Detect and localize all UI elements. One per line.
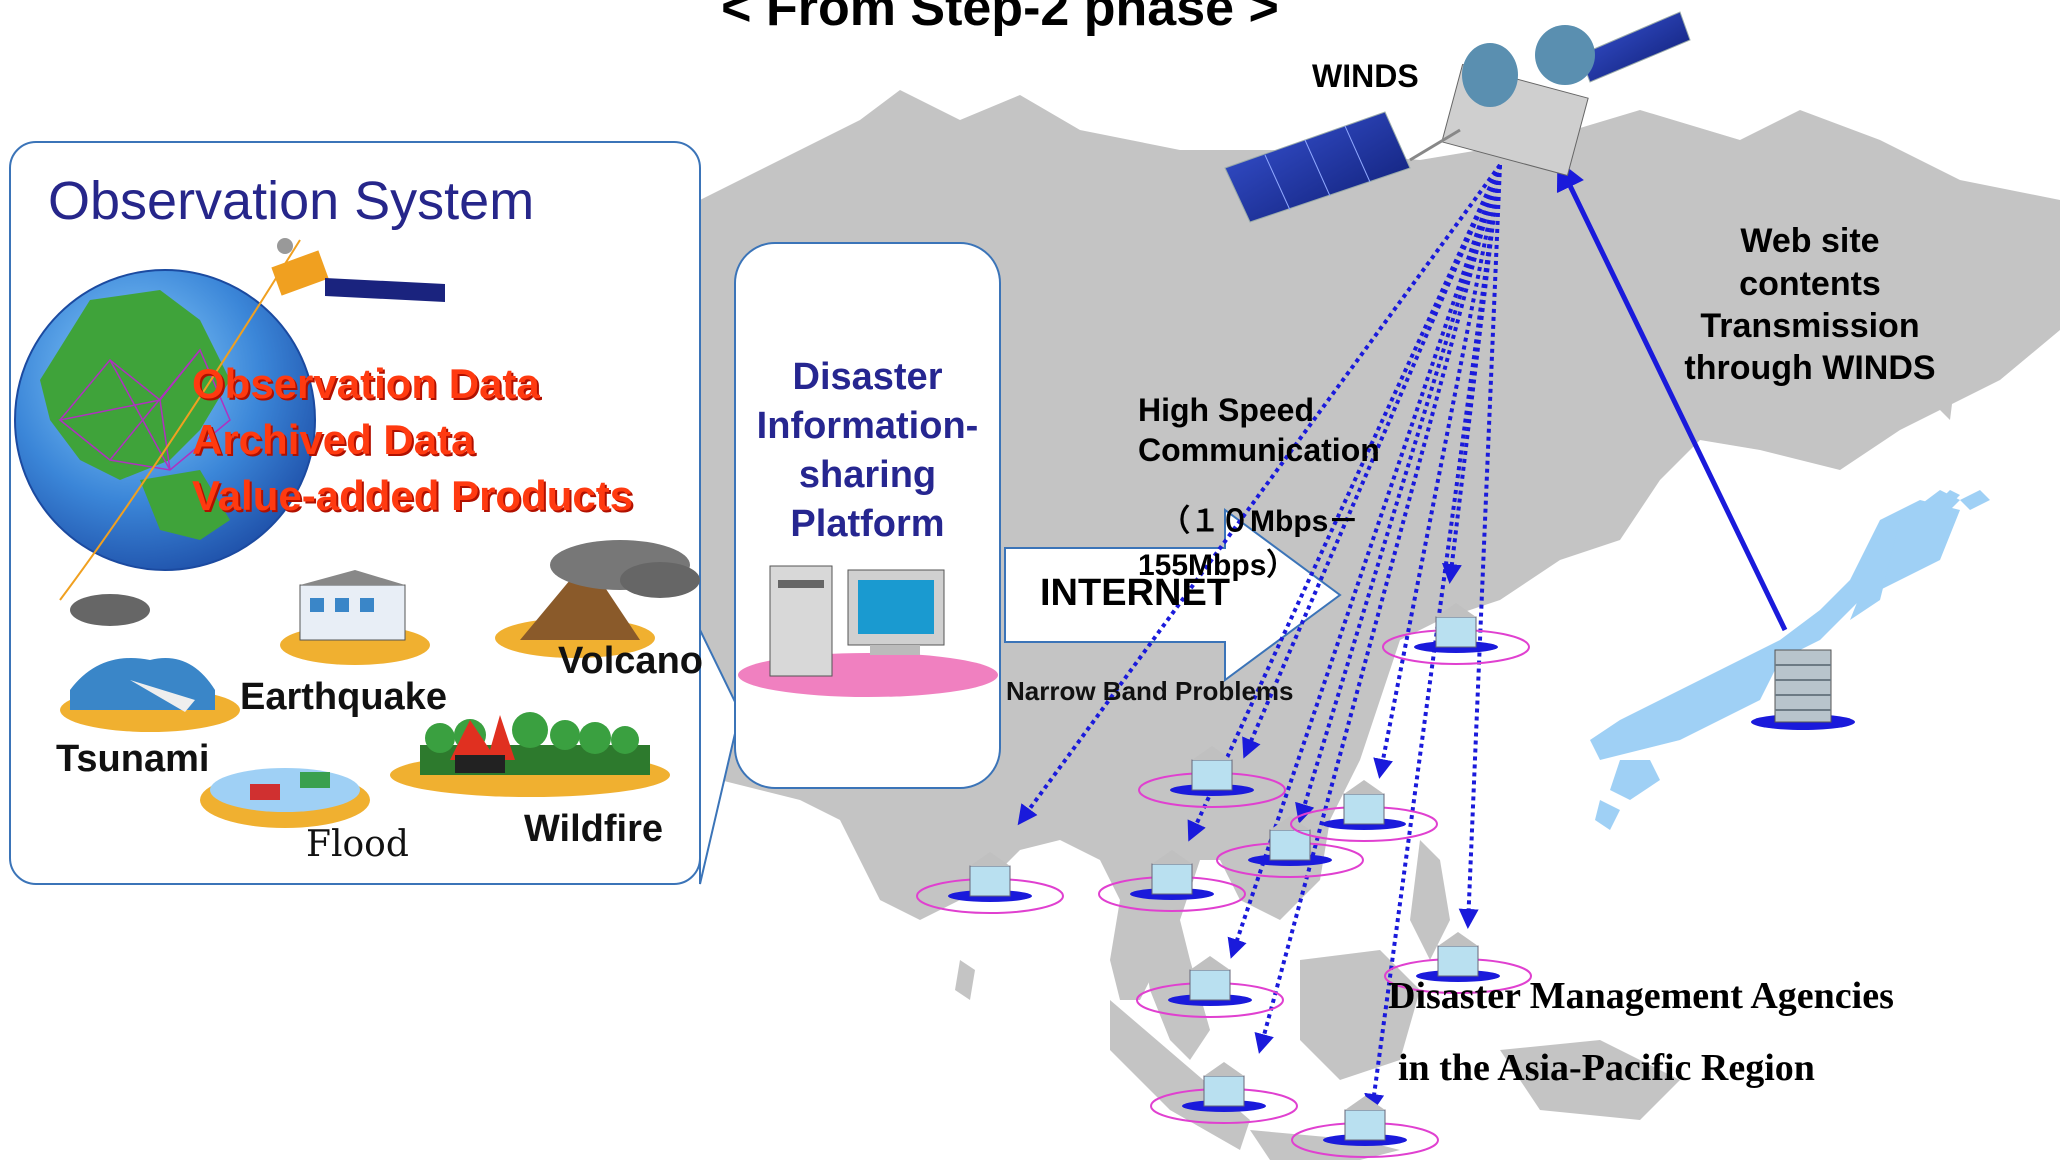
volcano-icon bbox=[495, 540, 700, 658]
agency-stations bbox=[916, 603, 1532, 1158]
platform-label-line-1: Disaster bbox=[792, 356, 943, 398]
bandwidth-label-line-1: （１０Mbps－ bbox=[1160, 505, 1359, 538]
agency-station-icon bbox=[1384, 932, 1532, 994]
observation-satellite-icon bbox=[271, 238, 445, 302]
japan-building-icon bbox=[1751, 649, 1855, 730]
archived-data-label: Archived Data bbox=[192, 416, 475, 463]
wildfire-icon bbox=[390, 712, 670, 797]
winds-satellite-icon bbox=[1224, 11, 1691, 223]
agency-station-icon bbox=[1136, 956, 1284, 1018]
callout-wedge bbox=[699, 629, 742, 885]
java bbox=[1250, 1130, 1400, 1160]
bandwidth-label-line-2: 155Mbps） bbox=[1138, 549, 1297, 582]
agency-station-icon bbox=[1290, 780, 1438, 842]
globe bbox=[14, 239, 316, 601]
internet-label: INTERNET bbox=[1040, 572, 1230, 614]
agency-station-icon bbox=[1216, 816, 1364, 878]
web-transmission-line-4: through WINDS bbox=[1684, 349, 1936, 387]
winds-label: WINDS bbox=[1312, 58, 1419, 94]
sri-lanka bbox=[955, 960, 975, 1000]
agency-station-icon bbox=[1150, 1062, 1298, 1124]
agencies-label-line-1: Disaster Management Agencies bbox=[1388, 975, 1894, 1017]
web-transmission-line-3: Transmission bbox=[1700, 307, 1920, 345]
agency-station-icon bbox=[916, 852, 1064, 914]
sakhalin bbox=[1930, 320, 1960, 420]
flood-label: Flood bbox=[306, 824, 409, 865]
japan-map bbox=[1590, 490, 1990, 830]
sumatra bbox=[1110, 1000, 1250, 1150]
philippines bbox=[1410, 840, 1450, 960]
page-title: < From Step-2 phase > bbox=[721, 0, 1279, 37]
wildfire-label: Wildfire bbox=[524, 808, 663, 850]
observation-system-title: Observation System bbox=[48, 171, 535, 231]
tsunami-icon bbox=[60, 594, 240, 732]
agencies-label-line-2: in the Asia-Pacific Region bbox=[1398, 1047, 1815, 1089]
platform-label-line-4: Platform bbox=[790, 503, 945, 545]
server-computer-icon bbox=[738, 565, 998, 697]
platform-label-line-2: Information- bbox=[756, 405, 979, 447]
platform-label-line-3: sharing bbox=[798, 454, 937, 496]
high-speed-label: High Speed bbox=[1138, 392, 1315, 428]
agency-station-icon bbox=[1291, 1096, 1439, 1158]
tsunami-label: Tsunami bbox=[56, 738, 210, 780]
agency-station-icon bbox=[1138, 746, 1286, 808]
earthquake-label: Earthquake bbox=[240, 676, 447, 718]
satellite-links bbox=[1017, 163, 1502, 1114]
agency-station-icon bbox=[1382, 603, 1530, 665]
earthquake-icon bbox=[280, 570, 430, 665]
observation-data-label: Observation Data bbox=[192, 360, 540, 407]
volcano-label: Volcano bbox=[558, 640, 703, 682]
web-transmission-line-2: contents bbox=[1739, 265, 1881, 303]
value-added-products-label: Value-added Products bbox=[192, 472, 634, 519]
flood-icon bbox=[200, 768, 370, 828]
asia-mainland bbox=[700, 90, 2060, 1000]
web-transmission-line-1: Web site bbox=[1740, 222, 1880, 260]
web-transmission-arrow bbox=[1556, 159, 1788, 632]
agency-station-icon bbox=[1098, 850, 1246, 912]
narrow-band-note: Narrow Band Problems bbox=[1006, 676, 1294, 706]
new-guinea bbox=[1500, 1040, 1680, 1120]
communication-label: Communication bbox=[1138, 432, 1380, 468]
